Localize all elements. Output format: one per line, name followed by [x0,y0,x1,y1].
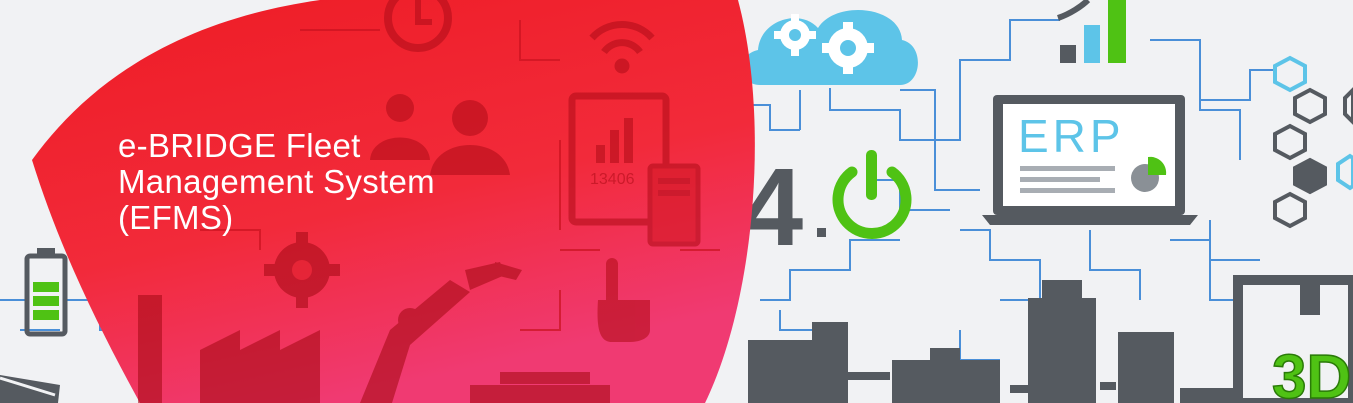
cloud-gears-icon [742,9,918,85]
title-line-2: Management System [118,163,435,200]
erp-label: ERP [1018,110,1125,162]
overlay-icons: 13406 [138,0,701,403]
people-icon [370,94,510,175]
gear-icon [264,232,340,308]
factory-machines [748,280,1240,403]
banner-title: e-BRIDGE Fleet Management System (EFMS) [118,128,578,236]
factory-icon [138,295,320,403]
3d-printer-icon: 3D [1233,275,1353,403]
tablet-icon: 13406 [568,92,701,247]
three-d-label: 3D [1272,343,1351,403]
clock-icon [384,0,452,52]
signal-bars-icon [1056,0,1126,63]
tablet-counter: 13406 [590,171,635,188]
wifi-icon [589,21,655,74]
pointer-hand-icon [597,258,650,342]
overlay-circuit-lines [200,20,720,331]
laptop-erp-icon: ERP [982,95,1198,225]
robot-arm-icon [360,262,522,403]
battery-icon [24,248,68,337]
hexagon-cluster-icon [1273,55,1353,229]
power-icon [832,150,912,239]
title-line-1: e-BRIDGE Fleet [118,127,361,164]
title-line-3: (EFMS) [118,199,234,236]
